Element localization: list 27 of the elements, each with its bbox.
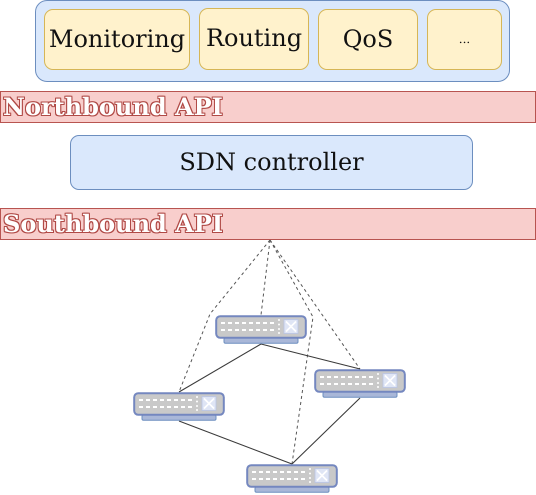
api-band: [0, 208, 536, 240]
app-group-panel: [35, 0, 510, 82]
network-switch-icon: [246, 464, 338, 493]
network-switch-icon: [215, 315, 307, 344]
dashed-connector: [178, 240, 270, 392]
module-label: ...: [458, 32, 470, 46]
dashed-connector: [260, 240, 270, 316]
app-module-box: [199, 8, 309, 70]
api-label: Northbound API: [2, 93, 223, 121]
dashed-connector: [270, 240, 360, 370]
module-label: Routing: [206, 25, 302, 53]
dashed-connector: [270, 240, 314, 464]
app-module-box: [427, 9, 502, 70]
network-switch-icon: [314, 369, 406, 398]
connector-line: [178, 344, 262, 392]
connector-line: [292, 398, 360, 464]
controller-box: [70, 135, 473, 190]
app-module-box: [318, 9, 418, 70]
api-label: Southbound API: [2, 210, 224, 238]
connector-line: [178, 420, 292, 465]
api-band: [0, 91, 536, 123]
controller-label: SDN controller: [179, 148, 364, 176]
module-label: QoS: [342, 26, 394, 54]
network-switch-icon: [133, 392, 225, 421]
app-module-box: [44, 9, 190, 70]
connector-line: [260, 343, 360, 370]
module-label: Monitoring: [48, 26, 186, 54]
